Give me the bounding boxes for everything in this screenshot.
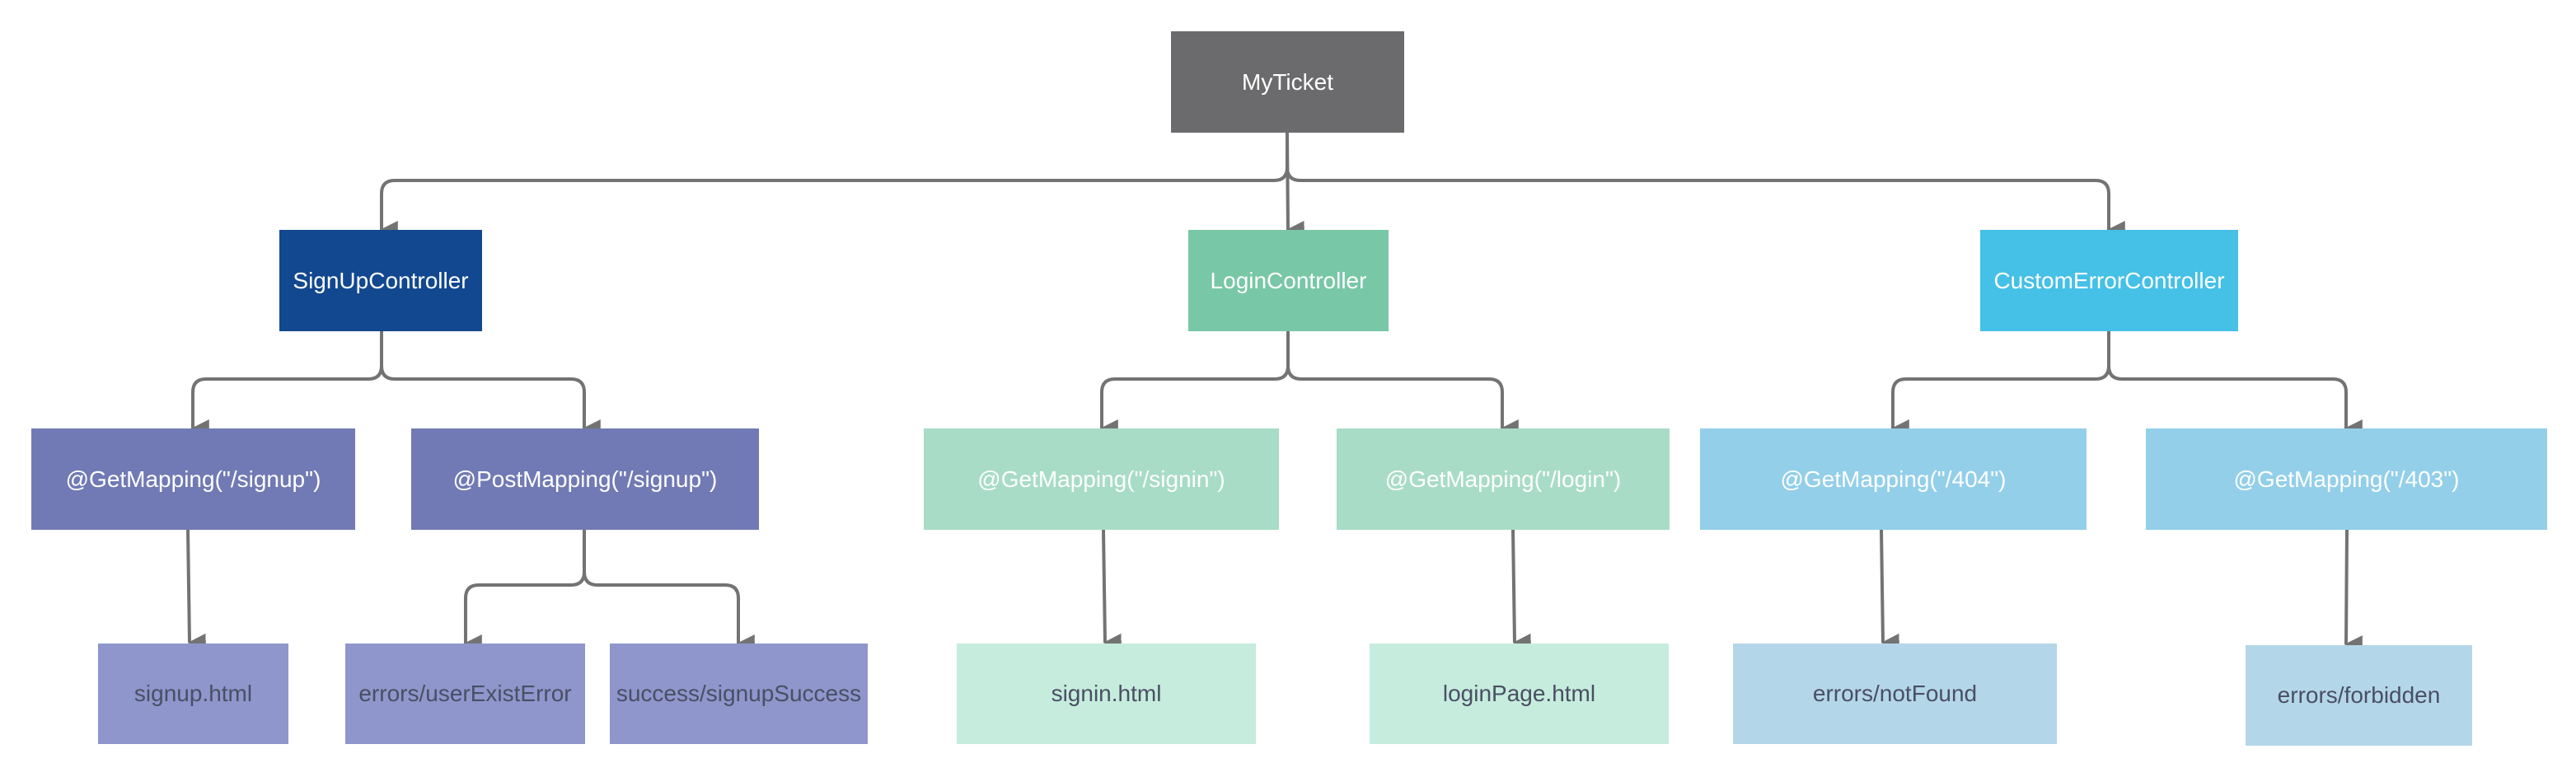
mapping-node-post-signup: @PostMapping("/signup") [411,428,759,530]
mapping-node-get-signin: @GetMapping("/signin") [924,428,1279,530]
view-label: errors/userExistError [358,681,572,706]
mapping-label: @GetMapping("/login") [1384,466,1622,492]
mapping-label: @GetMapping("/403") [2233,466,2460,492]
mapping-label: @GetMapping("/signup") [65,466,321,492]
view-label: success/signupSuccess [616,681,862,706]
connector-login-to-login [1286,331,1519,438]
mapping-label: @GetMapping("/404") [1780,466,2007,492]
view-node-signup-html: signup.html [98,644,288,744]
mapping-node-get-signup: @GetMapping("/signup") [31,428,355,530]
controller-label: SignUpController [293,267,469,293]
connector-get-signup-to-view [186,529,206,652]
controller-label: LoginController [1210,267,1367,293]
root-label: MyTicket [1242,68,1333,95]
view-node-errors-forbidden: errors/forbidden [2246,645,2472,746]
view-node-signin-html: signin.html [957,644,1256,744]
controller-node-login: LoginController [1188,230,1389,331]
connector-signin-to-view [1102,529,1122,652]
view-node-errors-not-found: errors/notFound [1733,644,2057,744]
view-label: errors/notFound [1812,681,1978,706]
root-node-myticket: MyTicket [1171,31,1404,133]
controller-node-signup: SignUpController [279,230,482,331]
view-node-login-page-html: loginPage.html [1370,644,1669,744]
connector-signup-to-post [380,331,601,438]
connector-login-to-signin [1099,331,1290,438]
controller-node-custom-error: CustomErrorController [1980,230,2238,331]
connector-post-to-user-exist [463,530,586,653]
connector-error-to-404 [1890,331,2110,438]
connector-login-to-view [1511,529,1531,652]
view-label: signup.html [133,681,253,706]
mapping-node-get-403: @GetMapping("/403") [2146,428,2547,530]
view-label: signin.html [1051,681,1162,706]
view-label: loginPage.html [1442,681,1596,706]
connector-post-to-signup-success [583,530,755,653]
mapping-node-get-404: @GetMapping("/404") [1700,428,2087,530]
view-node-signup-success: success/signupSuccess [610,644,868,744]
view-label: errors/forbidden [2277,682,2441,708]
connector-root-to-signup [379,133,1289,239]
mapping-label: @PostMapping("/signup") [452,466,718,492]
connector-signup-to-get [190,331,383,438]
connector-error-to-403 [2107,331,2363,438]
view-node-user-exist-error: errors/userExistError [345,644,585,744]
mapping-label: @GetMapping("/signin") [977,466,1225,492]
connector-404-to-view [1880,529,1899,652]
connector-403-to-view [2344,529,2363,654]
controller-label: CustomErrorController [1993,267,2225,293]
mapping-node-get-login: @GetMapping("/login") [1337,428,1670,530]
connector-root-to-custom-error [1286,133,2125,239]
